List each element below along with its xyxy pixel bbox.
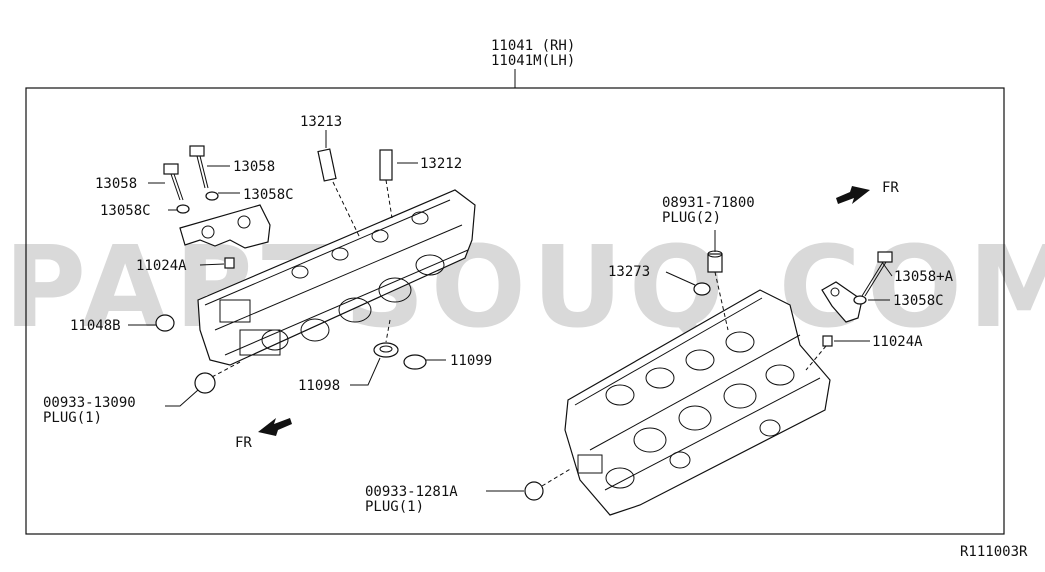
label-13058a: 13058+A bbox=[894, 269, 954, 285]
fr-arrow-left bbox=[258, 418, 292, 436]
label-plug-08931-71800: 08931-71800 bbox=[662, 195, 755, 211]
washer-13058c-right-head bbox=[853, 295, 867, 305]
label-13273: 13273 bbox=[608, 264, 650, 280]
label-13058-left: 13058 bbox=[95, 176, 137, 192]
pin-11024a-left bbox=[224, 257, 235, 269]
seal-11098 bbox=[373, 342, 399, 358]
fr-arrow-right bbox=[836, 186, 870, 204]
seal-11099 bbox=[403, 354, 427, 370]
dowel-13213 bbox=[317, 148, 361, 239]
label-13058c-right: 13058C bbox=[243, 187, 294, 203]
label-11024a-right: 11024A bbox=[872, 334, 923, 350]
washer-13058c-left bbox=[176, 204, 190, 214]
plug-00933-13090 bbox=[194, 372, 216, 394]
plug-08931-71800 bbox=[707, 250, 729, 331]
bolt-13058a bbox=[861, 251, 893, 297]
plug-00933-1281a bbox=[524, 481, 544, 501]
bolt-13058-upper bbox=[189, 145, 209, 189]
washer-13273 bbox=[693, 282, 711, 296]
label-11048b: 11048B bbox=[70, 318, 121, 334]
right-bracket bbox=[821, 281, 863, 323]
label-13058c-right-head: 13058C bbox=[893, 293, 944, 309]
label-11099: 11099 bbox=[450, 353, 492, 369]
part-label-11041m-lh: 11041M(LH) bbox=[491, 53, 575, 69]
label-plug-00933-1281a: 00933-1281A bbox=[365, 484, 458, 500]
label-13212: 13212 bbox=[420, 156, 462, 172]
washer-13058c-right bbox=[205, 191, 219, 201]
watermark: PARTSOUQ.COM bbox=[4, 223, 1045, 353]
dowel-13212 bbox=[379, 149, 393, 219]
left-leaders bbox=[128, 130, 446, 407]
label-fr-right: FR bbox=[882, 180, 899, 196]
label-fr-left: FR bbox=[235, 435, 252, 451]
diagram-frame bbox=[25, 87, 1005, 535]
label-plug1-left: PLUG(1) bbox=[43, 410, 102, 426]
pin-11024a-right bbox=[822, 335, 833, 347]
part-label-11041-rh: 11041 (RH) bbox=[491, 38, 575, 54]
label-13058-upper: 13058 bbox=[233, 159, 275, 175]
label-plug1-right: PLUG(1) bbox=[365, 499, 424, 515]
right-cylinder-head bbox=[564, 289, 831, 516]
label-plug2-right: PLUG(2) bbox=[662, 210, 721, 226]
label-11098: 11098 bbox=[298, 378, 340, 394]
label-11024a-left: 11024A bbox=[136, 258, 187, 274]
plug-11048b bbox=[155, 314, 175, 332]
label-13213: 13213 bbox=[300, 114, 342, 130]
label-13058c-left: 13058C bbox=[100, 203, 151, 219]
left-bracket bbox=[179, 204, 271, 249]
right-leaders bbox=[486, 230, 893, 492]
plug-leader-left bbox=[211, 361, 241, 378]
diagram-ref: R111003R bbox=[960, 544, 1028, 560]
left-cylinder-head bbox=[197, 189, 476, 366]
bolt-13058-left bbox=[163, 163, 184, 201]
label-plug-00933-13090: 00933-13090 bbox=[43, 395, 136, 411]
